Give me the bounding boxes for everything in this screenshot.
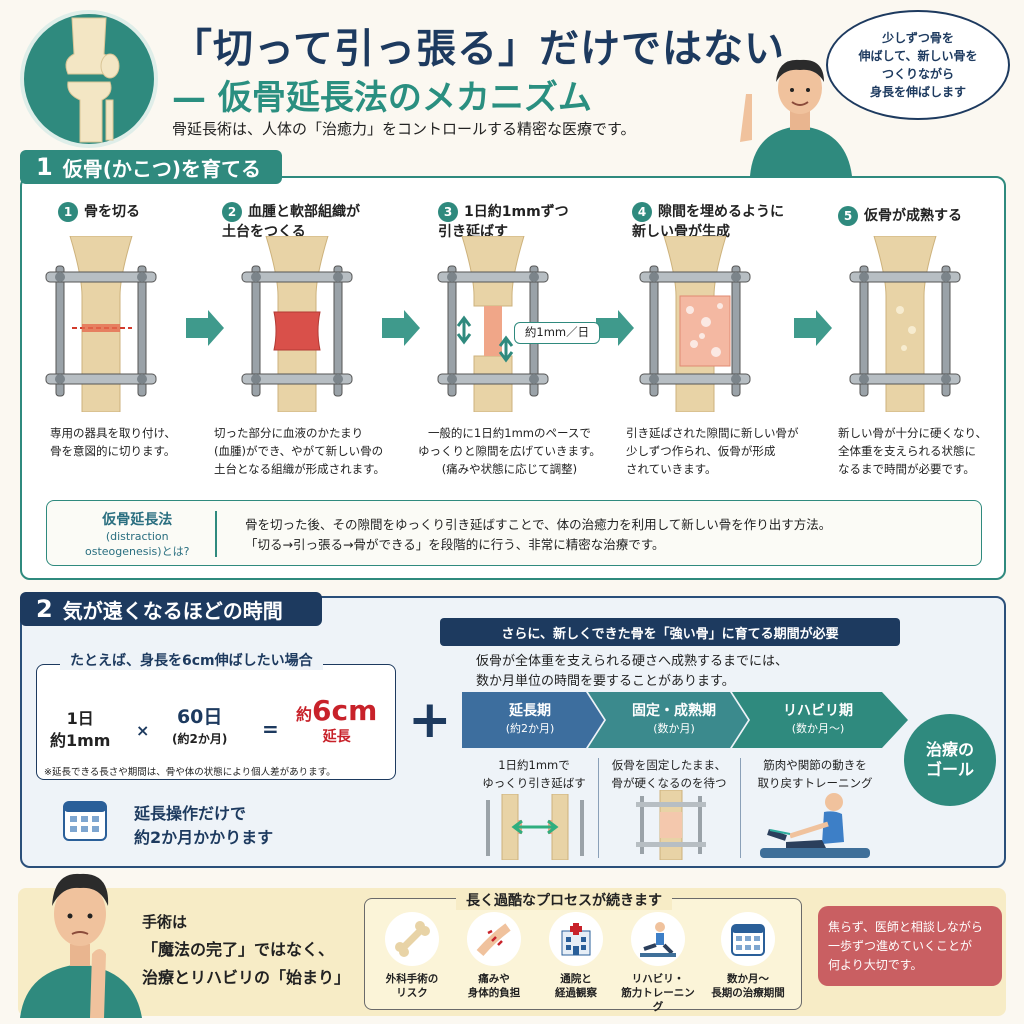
plus-sign: + (408, 690, 452, 750)
step5-desc: 新しい骨が十分に硬くなり、 全体重を支えられる状態に なるまで時間が必要です。 (838, 426, 988, 476)
process-item-duration: 数か月〜 長期の治療期間 (708, 912, 788, 1000)
definition-text: 骨を切った後、その隙間をゆっくり引き延ばすことで、体の治癒力を利用して新しい骨を… (245, 517, 832, 552)
page-title-sub: — 仮骨延長法のメカニズム (172, 78, 592, 118)
step5-bone (849, 236, 961, 412)
extension-bone-icon (486, 794, 584, 860)
definition-divider (215, 511, 217, 557)
rate-label: 約1mm／日 (514, 322, 600, 344)
arrow-step1-2 (186, 310, 224, 346)
process-item-surgery: 外科手術の リスク (372, 912, 452, 1000)
bone-icon (395, 921, 430, 957)
phase-fixation-desc: 仮骨を固定したまま、 骨が硬くなるのを待つ (611, 758, 727, 790)
phase-divider (740, 758, 741, 858)
knee-bone-icon (65, 17, 120, 143)
step4-desc: 引き延ばされた隙間に新しい骨が 少しずつ作られ、仮骨が形成 されていきます。 (626, 426, 799, 476)
definition-box: 仮骨延長法(distraction osteogenesis)とは? 骨を切った… (46, 500, 982, 566)
process-item-hospital: 通院と 経過観察 (536, 912, 616, 1000)
phase-fixation: 固定・成熟期(数か月) (632, 703, 716, 735)
page-subtitle: 骨延長術は、人体の「治癒力」をコントロールする精密な医療です。 (172, 120, 636, 138)
calendar-icon (731, 924, 765, 956)
step3-bone (437, 236, 549, 412)
calc-note: ※延長できる長さや期間は、骨や体の状態により個人差があります。 (44, 767, 336, 778)
step2-desc: 切った部分に血液のかたまり (血腫)ができ、やがて新しい骨の 土台となる組織が形… (214, 426, 386, 476)
treatment-goal: 治療の ゴール (904, 714, 996, 806)
calc-rate: 1日約1mm (50, 709, 111, 750)
maturation-banner: さらに、新しくできた骨を「強い骨」に育てる期間が必要 (440, 618, 900, 646)
arrow-step2-3 (382, 310, 420, 346)
pain-icon (476, 923, 511, 956)
knee-logo (20, 10, 158, 148)
hospital-icon (561, 923, 591, 956)
bone-steps-diagram (45, 236, 961, 412)
phase-rehab-desc: 筋肉や関節の動きを 取り戻すトレーニング (757, 758, 873, 790)
process-item-pain: 痛みや 身体的負担 (454, 912, 534, 1000)
step4-bone (639, 236, 751, 412)
step3-desc: 一般的に1日約1mmのペースで ゆっくりと隙間を広げていきます。 (痛みや状態に… (418, 426, 601, 476)
phase-rehab: リハビリ期(数か月〜) (783, 703, 853, 735)
duration-summary: 延長操作だけで 約2か月かかります (134, 804, 274, 847)
definition-term: 仮骨延長法(distraction osteogenesis)とは? (85, 512, 190, 558)
maturation-text: 仮骨が全体重を支えられる硬さへ成熟するまでには、 数か月単位の時間を要することが… (476, 654, 789, 689)
calendar-icon (63, 801, 107, 841)
process-item-rehab: リハビリ・ 筋力トレーニング (618, 912, 698, 1014)
speech-bubble: 少しずつ骨を 伸ばして、新しい骨を つくりながら 身長を伸ばします (826, 10, 1010, 120)
page-title: 「切って引っ張る」だけではない (172, 26, 785, 72)
example-box (36, 664, 396, 780)
step2-bone (241, 236, 353, 412)
fixation-bone-icon (636, 790, 706, 860)
phase-extension-desc: 1日約1mmで ゆっくり引き延ばす (482, 758, 586, 790)
thinking-man-illustration (20, 873, 142, 1018)
phase-arrow-bar (462, 692, 908, 748)
arrow-step4-5 (794, 310, 832, 346)
arrow-step3-4 (596, 310, 634, 346)
advice-box: 焦らず、医師と相談しながら 一歩ずつ進めていくことが 何より大切です。 (818, 906, 1002, 986)
process-heading: 長く過酷なプロセスが続きます (456, 890, 672, 910)
calc-equals: = (262, 717, 279, 741)
step1-bone (45, 236, 157, 412)
phase-divider (598, 758, 599, 858)
calc-times: × (136, 721, 150, 740)
phase-extension: 延長期(約2か月) (505, 703, 555, 735)
rehab-icon (640, 922, 676, 957)
doctor-illustration (740, 59, 852, 176)
surgery-message: 手術は 「魔法の完了」ではなく、 治療とリハビリの「始まり」 (142, 913, 351, 987)
example-heading: たとえば、身長を6cm伸ばしたい場合 (60, 650, 323, 670)
rehab-person-icon (760, 793, 870, 858)
step1-desc: 専用の器具を取り付け、 骨を意図的に切ります。 (50, 426, 176, 458)
calc-days: 60日(約2か月) (172, 706, 228, 746)
